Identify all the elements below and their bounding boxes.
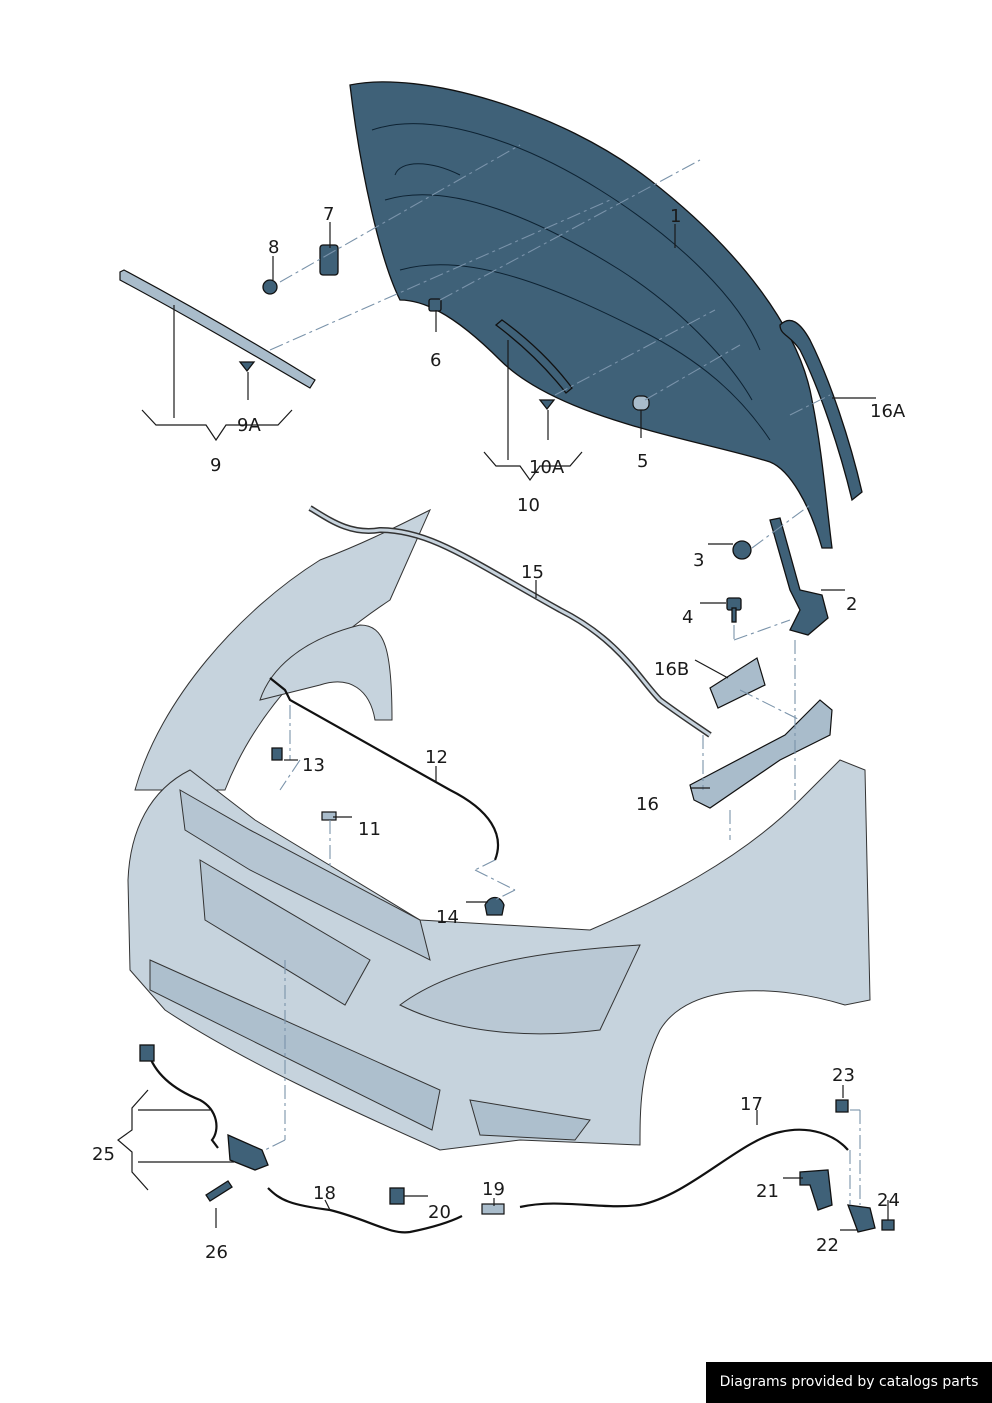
label-10: 10 (517, 495, 540, 516)
label-21: 21 (756, 1181, 779, 1202)
clip-11 (321, 811, 337, 821)
label-14: 14 (436, 907, 459, 928)
label-2: 2 (846, 594, 857, 615)
fasteners (238, 244, 752, 623)
latch-25 (227, 1133, 269, 1171)
seal-16A (779, 319, 863, 502)
coupling-19 (481, 1203, 505, 1215)
cable-18 (267, 1187, 463, 1234)
assembly-lines (264, 144, 861, 1205)
label-13: 13 (302, 755, 325, 776)
hinge-2 (769, 517, 829, 636)
label-10A: 10A (529, 457, 565, 478)
label-18: 18 (313, 1183, 336, 1204)
label-11: 11 (358, 819, 381, 840)
cable-25 (146, 1051, 219, 1149)
label-16: 16 (636, 794, 659, 815)
part-labels: 1 2 3 4 5 6 7 8 9 9A 10 10A 11 12 13 14 … (92, 204, 906, 1263)
wedge-16B (709, 657, 766, 709)
label-8: 8 (268, 237, 279, 258)
label-17: 17 (740, 1094, 763, 1115)
rod-12 (269, 677, 500, 861)
label-20: 20 (428, 1202, 451, 1223)
label-9: 9 (210, 455, 221, 476)
label-23: 23 (832, 1065, 855, 1086)
label-6: 6 (430, 350, 441, 371)
grommet-14 (484, 896, 505, 916)
label-9A: 9A (237, 415, 261, 436)
car-front-body (127, 508, 871, 1151)
seal-strip-9 (119, 269, 316, 389)
seal-strip-10 (494, 319, 573, 394)
label-3: 3 (693, 550, 704, 571)
label-22: 22 (816, 1235, 839, 1256)
clip-24 (881, 1219, 895, 1231)
label-1: 1 (670, 206, 681, 227)
label-16B: 16B (654, 659, 689, 680)
bracket-22 (847, 1204, 876, 1233)
label-16A: 16A (870, 401, 906, 422)
label-15: 15 (521, 562, 544, 583)
rail-16 (689, 699, 833, 809)
label-24: 24 (877, 1190, 900, 1211)
credit-banner: Diagrams provided by catalogs parts (706, 1362, 992, 1403)
cable-17 (519, 1128, 849, 1209)
bolt-26 (205, 1180, 233, 1202)
label-19: 19 (482, 1179, 505, 1200)
bonnet-part (349, 81, 833, 549)
handle-21 (799, 1169, 833, 1211)
leader-lines (117, 222, 889, 1231)
label-4: 4 (682, 607, 693, 628)
label-12: 12 (425, 747, 448, 768)
clip-13 (271, 747, 283, 761)
screw-23 (835, 1099, 849, 1113)
label-7: 7 (323, 204, 334, 225)
label-25: 25 (92, 1144, 115, 1165)
label-26: 26 (205, 1242, 228, 1263)
label-5: 5 (637, 451, 648, 472)
